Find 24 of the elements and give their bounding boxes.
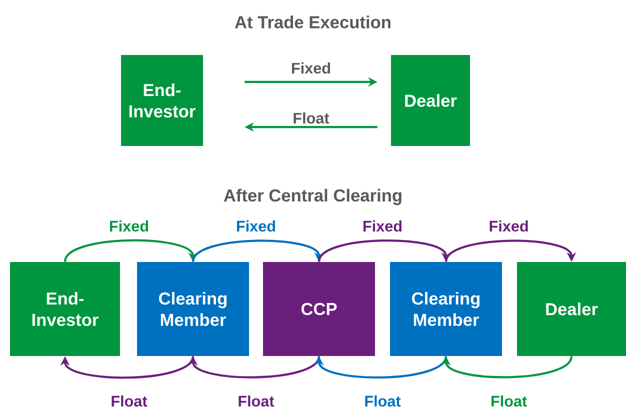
party-box: CCP	[263, 262, 375, 356]
arrow	[188, 356, 320, 378]
edge-label: Fixed	[364, 220, 402, 232]
arrow	[445, 240, 576, 262]
edge-label: Fixed	[292, 62, 330, 74]
party-box: Clearing Member	[390, 262, 502, 356]
edge-label: Fixed	[490, 220, 528, 232]
edge-label: Float	[294, 112, 330, 124]
party-box: Dealer	[517, 262, 626, 356]
party-box: End-Investor	[121, 55, 203, 146]
arrow	[60, 356, 194, 379]
party-box: End-Investor	[10, 262, 120, 356]
arrow	[314, 356, 447, 378]
party-box: Clearing Member	[137, 262, 249, 356]
title: At Trade Execution	[234, 16, 390, 28]
edge-label: Float	[492, 395, 527, 407]
edge-label: Fixed	[110, 220, 148, 232]
edge-label: Fixed	[237, 220, 275, 232]
edge-label: Float	[365, 395, 401, 407]
arrow	[441, 356, 572, 378]
party-box: Dealer	[391, 55, 470, 146]
section-heading: After Central Clearing	[224, 188, 402, 206]
edge-label: Float	[238, 395, 274, 407]
edge-label: Float	[112, 395, 148, 407]
